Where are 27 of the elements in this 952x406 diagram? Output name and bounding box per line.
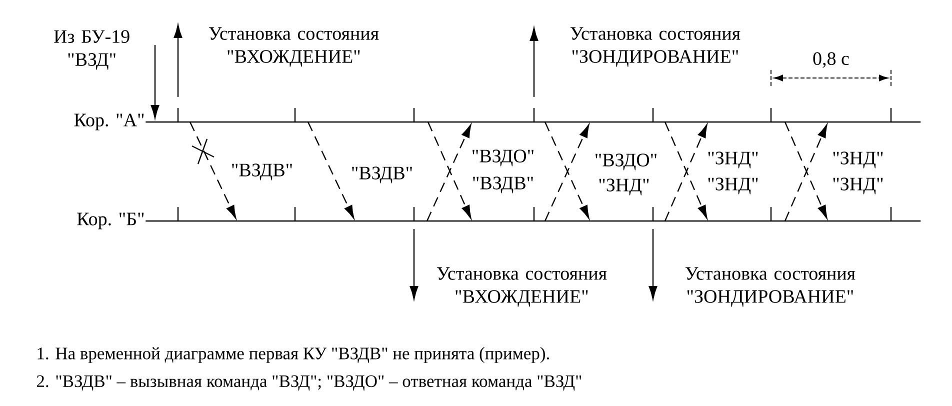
arrow bbox=[648, 229, 658, 300]
dimension-label: 0,8 с bbox=[813, 52, 849, 68]
edge-label: "ЗНД" bbox=[706, 150, 760, 170]
note: 1. На временной диаграмме первая КУ "ВЗДВ" не принята (пример). bbox=[38, 347, 549, 363]
arrow bbox=[307, 122, 354, 219]
edge-label: "ЗНД" bbox=[597, 178, 651, 196]
arrow bbox=[174, 24, 182, 97]
arrow bbox=[189, 122, 236, 219]
arrow bbox=[150, 45, 160, 118]
edge-label: "ВЗДВ" bbox=[350, 166, 414, 184]
arrow bbox=[530, 28, 538, 97]
edge-label: "ЗНД" bbox=[831, 176, 885, 196]
timeline: Кор. "А" bbox=[74, 114, 922, 130]
edge-label: "ЗНД" bbox=[831, 150, 885, 170]
edge-label: "ВЗДВ" bbox=[470, 176, 536, 194]
state-label: Установка состояния "ВХОЖДЕНИЕ" bbox=[436, 267, 607, 307]
arrow bbox=[410, 229, 418, 300]
state-label: Установка состояния "ЗОНДИРОВАНИЕ" bbox=[570, 27, 740, 67]
edge-label: "ЗНД" bbox=[706, 176, 760, 196]
edge-label: "ВЗДО" bbox=[593, 152, 659, 172]
edge-label: "ВЗДВ" bbox=[230, 162, 294, 182]
note: 2. "ВЗДВ" – вызывная команда "ВЗД"; "ВЗДО" – ответная команда "ВЗД" bbox=[36, 375, 582, 391]
state-label: Установка состояния "ВХОЖДЕНИЕ" bbox=[208, 27, 379, 67]
edge-label: "ВЗДО" bbox=[470, 148, 536, 168]
timeline: Кор. "Б" bbox=[77, 212, 922, 230]
state-label: Из БУ-19 "ВЗД" bbox=[54, 30, 130, 70]
state-label: Установка состояния "ЗОНДИРОВАНИЕ" bbox=[685, 267, 856, 307]
